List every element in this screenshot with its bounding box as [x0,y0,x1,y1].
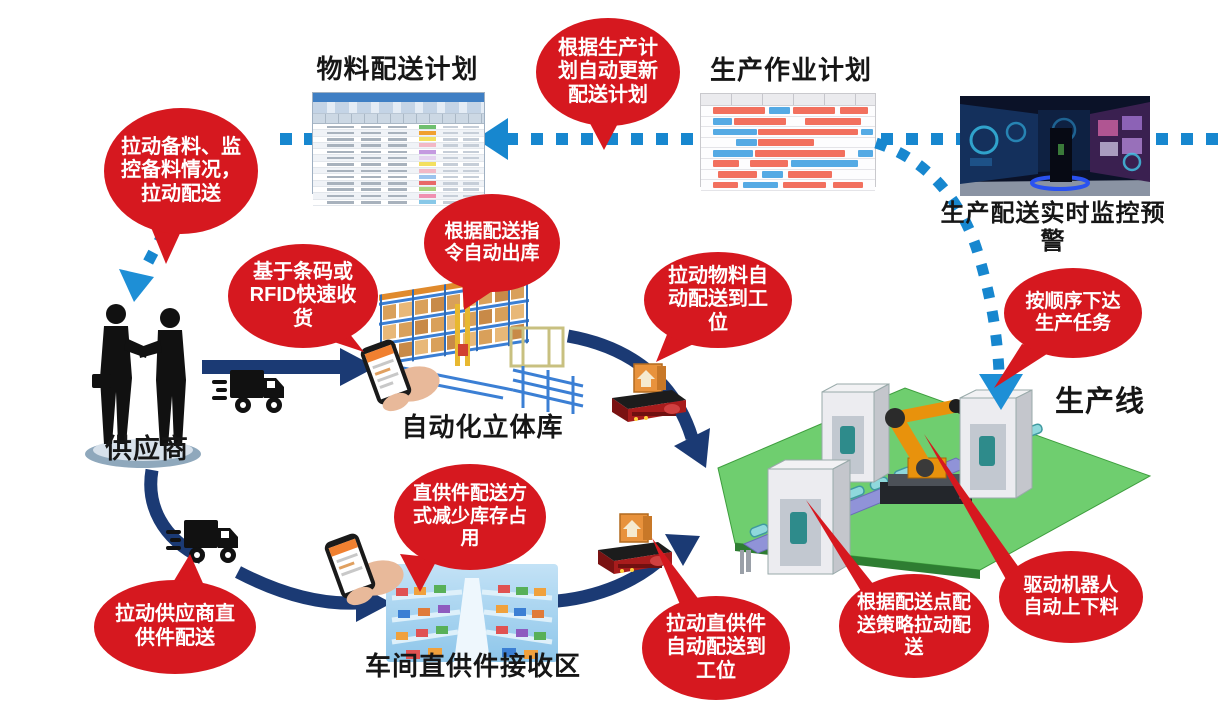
warehouse-title: 自动化立体库 [401,412,564,442]
gantt-row [701,158,875,170]
gantt-row [701,116,875,128]
handheld-scanner-phone-icon [324,533,404,606]
gantt-row [701,137,875,149]
sheet-row [313,137,484,143]
bubble-delivery-strategy: 根据配送点配送策略拉动配送 [839,574,989,678]
gantt-row [701,180,875,191]
sheet-titlebar [313,93,484,102]
sheet-row [313,155,484,162]
arrow-truck-to-warehouse-icon [202,348,376,386]
bubble-barcode: 基于条码或RFID快速收货 [228,244,378,348]
supplier-handshake-silhouette [85,304,201,468]
handheld-scanner-phone-icon [360,339,440,412]
production-line-title: 生产线 [1054,386,1145,418]
sheet-rows [313,124,484,206]
bubble-auto-outbound: 根据配送指令自动出库 [424,194,560,292]
gantt-row [701,148,875,159]
delivery-truck-icon [166,520,238,563]
production-plan-title: 生产作业计划 [709,55,872,85]
material-plan-table-screenshot [312,92,485,206]
receiving-title: 车间直供件接收区 [364,651,581,681]
sheet-row [313,130,484,137]
sheet-header-row [313,114,484,124]
sheet-row [313,187,484,194]
sheet-row [313,142,484,150]
bubble-pull-stock: 拉动备料、监控备料情况，拉动配送 [104,108,258,234]
bubble-sequence-task: 按顺序下达生产任务 [1004,268,1142,358]
gantt-rows [701,106,875,191]
monitor-title: 生产配送实时监控预警 [940,200,1166,255]
gantt-header [701,94,875,106]
production-schedule-gantt-screenshot [700,93,876,191]
material-plan-title: 物料配送计划 [316,54,479,84]
bubble-pull-supplier: 拉动供应商直供件配送 [94,580,256,674]
sheet-row [313,180,484,187]
machine-station [767,459,851,575]
sheet-row [313,149,484,156]
machine-station [959,389,1033,499]
agv-with-box-icon [598,513,672,574]
bubble-auto-update: 根据生产计划自动更新配送计划 [536,18,680,126]
receiving-area-shelves-image [386,564,558,662]
supplier-title: 供应商 [105,434,189,464]
sheet-row [313,168,484,175]
gantt-row [701,106,875,117]
agv-with-box-icon [612,363,686,422]
bubble-direct-supply: 直供件配送方式减少库存占用 [394,464,546,570]
sheet-row [313,124,484,131]
gantt-row [701,127,875,138]
control-room-photo [960,96,1150,196]
bubble-robot-load: 驱动机器人自动上下料 [999,551,1143,643]
sheet-row [313,162,484,169]
sheet-row [313,174,484,181]
delivery-truck-icon [212,370,284,413]
dotted-arrow-to-production-line-icon [874,137,1023,410]
production-line-3d-image [717,383,1152,579]
bubble-pull-material: 拉动物料自动配送到工位 [644,252,792,348]
bubble-pull-direct: 拉动直供件自动配送到工位 [642,596,790,700]
bubble-tails [148,112,1050,622]
gantt-row [701,169,875,181]
sheet-toolbar [313,102,484,114]
